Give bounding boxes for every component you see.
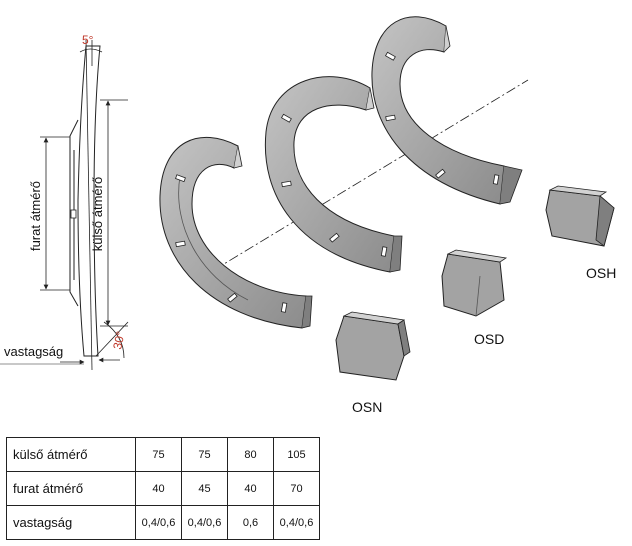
segment-label-osn: OSN [352, 399, 382, 415]
row-label-bore: furat átmérő [6, 471, 136, 506]
table-cell: 0,4/0,6 [273, 505, 320, 540]
table-row: furat átmérő 40 45 40 70 [6, 471, 320, 506]
table-cell: 40 [135, 471, 182, 506]
table-cell: 40 [227, 471, 274, 506]
table-cell: 105 [273, 437, 320, 472]
spec-table: külső átmérő 75 75 80 105 furat átmérő 4… [6, 437, 320, 540]
row-label-thickness: vastagság [6, 505, 136, 540]
table-cell: 75 [135, 437, 182, 472]
segmented-ring-front [159, 137, 313, 329]
table-cell: 0,4/0,6 [181, 505, 228, 540]
angle-label-bottom: 30° [110, 330, 128, 351]
table-cell: 0,6 [227, 505, 274, 540]
segment-label-osd: OSD [474, 331, 504, 347]
segment-block-osn [335, 311, 411, 381]
bore-diameter-label: furat átmérő [28, 181, 43, 251]
segment-block-osd [441, 249, 508, 317]
angle-arc-bottom [103, 321, 125, 359]
diagram-figure: 5° 30° furat átmérő külső átmérő vastags… [0, 16, 616, 415]
table-cell: 45 [181, 471, 228, 506]
table-cell: 75 [181, 437, 228, 472]
row-label-outer: külső átmérő [6, 437, 136, 472]
table-row: vastagság 0,4/0,6 0,4/0,6 0,6 0,4/0,6 [6, 505, 320, 540]
segment-block-osh [545, 185, 615, 247]
segment-label-osh: OSH [586, 265, 616, 281]
thickness-label: vastagság [4, 344, 63, 359]
axis-line [213, 79, 529, 271]
outer-diameter-label: külső átmérő [90, 177, 105, 251]
table-cell: 0,4/0,6 [135, 505, 182, 540]
segmented-ring-back [371, 16, 523, 205]
segmented-ring-middle [264, 76, 403, 273]
table-row: külső átmérő 75 75 80 105 [6, 437, 320, 472]
table-cell: 80 [227, 437, 274, 472]
angle-label-top: 5° [82, 33, 94, 47]
cross-section-profile: 5° 30° furat átmérő külső átmérő vastags… [0, 33, 129, 371]
angle-arc-top [79, 48, 103, 53]
table-cell: 70 [273, 471, 320, 506]
